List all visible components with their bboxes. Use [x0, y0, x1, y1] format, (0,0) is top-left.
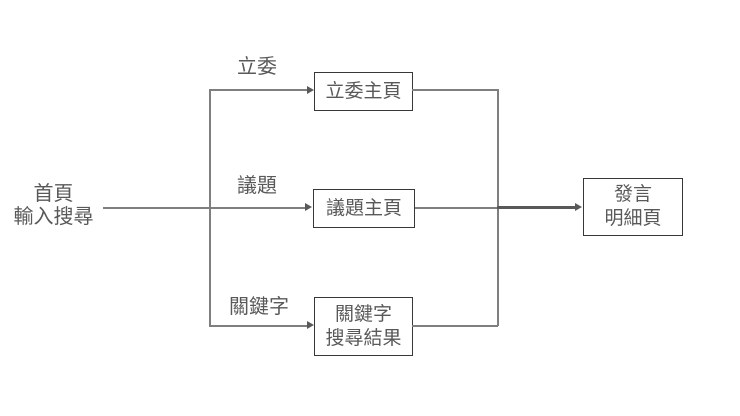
keyword-output-line — [412, 325, 498, 327]
arrowhead-right-icon — [575, 203, 582, 211]
arrowhead-right-icon — [305, 203, 312, 211]
start-label: 首頁 輸入搜尋 — [6, 183, 101, 229]
start-label-line2: 輸入搜尋 — [13, 206, 94, 228]
arrowhead-right-icon — [307, 86, 314, 94]
left-branch-vertical-line — [209, 89, 211, 326]
bottom-branch-line — [209, 325, 308, 327]
node-label-line2: 明細頁 — [604, 208, 662, 229]
node-label: 議題主頁 — [325, 197, 402, 219]
top-branch-line — [209, 89, 308, 91]
topic-output-line — [415, 207, 498, 209]
branch-label-legislator: 立委 — [237, 56, 277, 78]
node-label: 立委主頁 — [325, 80, 402, 102]
node-legislator-page: 立委主頁 — [314, 72, 413, 111]
merged-arrow-line — [497, 206, 576, 209]
node-keyword-results: 關鍵字 搜尋結果 — [314, 297, 413, 356]
main-flow-line — [103, 207, 306, 209]
start-label-line1: 首頁 — [33, 183, 74, 205]
node-speech-detail: 發言 明細頁 — [583, 178, 683, 236]
branch-label-topic: 議題 — [237, 175, 277, 197]
node-label-line1: 關鍵字 — [334, 303, 392, 325]
arrowhead-right-icon — [307, 321, 314, 329]
node-topic-page: 議題主頁 — [313, 189, 415, 228]
legislator-output-line — [412, 89, 498, 91]
node-label-line2: 搜尋結果 — [325, 327, 402, 349]
branch-label-keyword: 關鍵字 — [229, 296, 289, 318]
node-label-line1: 發言 — [613, 184, 652, 205]
